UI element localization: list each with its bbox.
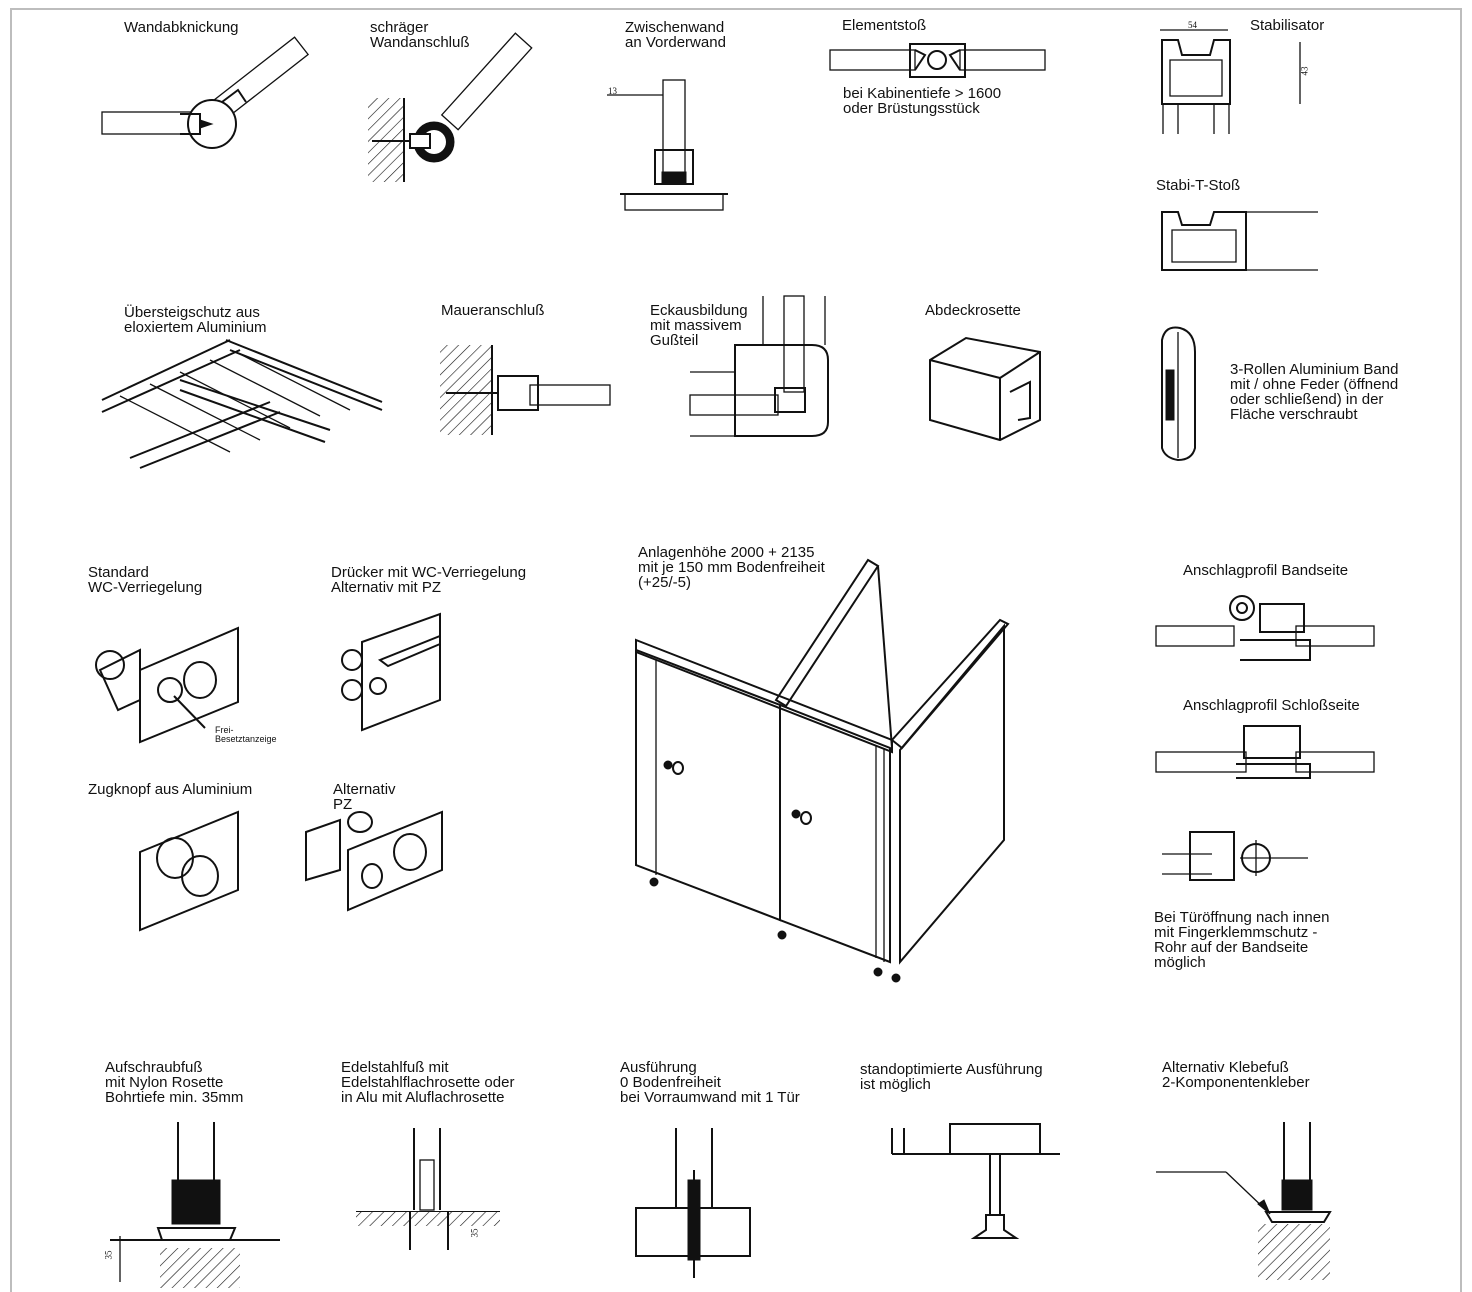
druecker-drawing — [341, 612, 441, 732]
label-besetztanzeige: Frei- Besetztanzeige — [215, 725, 277, 744]
label-rollen-band: 3-Rollen Aluminium Band mit / ohne Feder… — [1230, 361, 1399, 423]
label-standard-wc: Standard WC-Verriegelung — [88, 564, 203, 596]
label-wandabknickung: Wandabknickung — [124, 19, 239, 36]
label-zugknopf: Zugknopf aus Aluminium — [88, 781, 253, 798]
label-tueroeffnung: Bei Türöffnung nach innen mit Fingerklem… — [1154, 909, 1330, 971]
label-anschlag-schlossseite: Anschlagprofil Schloßseite — [1183, 697, 1360, 714]
dimension-54: 54 — [1188, 20, 1197, 30]
label-alternativ-pz: Alternativ PZ — [333, 781, 396, 813]
label-stabi-t-stoss: Stabi-T-Stoß — [1156, 177, 1241, 194]
elementstoss-drawing — [829, 43, 1046, 78]
uebersteigschutz-drawing — [101, 339, 383, 469]
alternativ-pz-drawing — [305, 810, 443, 912]
rollen-band-drawing — [1161, 326, 1196, 462]
dimension-43: 43 — [1299, 66, 1310, 76]
schraeger-wandanschluss-drawing — [368, 32, 533, 182]
label-elementstoss: Elementstoß — [842, 17, 927, 34]
abdeckrosette-drawing — [929, 336, 1041, 442]
fingerklemmschutz-drawing — [1162, 831, 1308, 881]
klebefuss-drawing — [1156, 1122, 1332, 1280]
dimension-35-aufschraubfuss: 35 — [103, 1250, 114, 1260]
edelstahlfuss-drawing — [356, 1128, 500, 1250]
label-eckausbildung: Eckausbildung mit massivem Gußteil — [650, 302, 748, 349]
label-maueranschluss: Maueranschluß — [441, 302, 545, 319]
standard-wc-drawing — [95, 626, 239, 744]
label-schraeger-wandanschluss: schräger Wandanschluß — [370, 19, 470, 51]
maueranschluss-drawing — [440, 345, 611, 435]
label-zwischenwand: Zwischenwand an Vorderwand — [625, 19, 726, 51]
wandabknickung-drawing — [101, 36, 310, 149]
anschlag-schloss-drawing — [1155, 725, 1375, 779]
eckausbildung-drawing — [689, 295, 829, 437]
label-uebersteigschutz: Übersteigschutz aus eloxiertem Aluminium — [124, 304, 267, 336]
label-stabilisator: Stabilisator — [1250, 17, 1325, 34]
ausfuehrung-drawing — [635, 1128, 751, 1278]
dimension-35-edelstahlfuss: 35 — [469, 1228, 480, 1238]
zwischenwand-drawing — [607, 79, 728, 211]
dimension-13: 13 — [608, 86, 617, 96]
cabin-drawing — [635, 558, 1010, 983]
label-anschlag-bandseite: Anschlagprofil Bandseite — [1183, 562, 1349, 579]
label-standoptimierte: standoptimierte Ausführung ist möglich — [860, 1061, 1043, 1093]
stabi-t-stoss-drawing — [1161, 211, 1318, 271]
label-edelstahlfuss: Edelstahlfuß mit Edelstahlflachrosette o… — [341, 1059, 515, 1106]
label-klebefuss: Alternativ Klebefuß 2-Komponentenkleber — [1162, 1059, 1310, 1091]
standoptimierte-drawing — [891, 1123, 1060, 1239]
label-abdeckrosette: Abdeckrosette — [925, 302, 1021, 319]
label-ausfuehrung: Ausführung 0 Bodenfreiheit bei Vorraumwa… — [620, 1059, 800, 1106]
anschlag-band-drawing — [1155, 595, 1375, 661]
stabilisator-drawing — [1160, 29, 1301, 134]
label-kabinentiefe: bei Kabinentiefe > 1600 oder Brüstungsst… — [843, 85, 1002, 117]
label-anlagenhoehe: Anlagenhöhe 2000 + 2135 mit je 150 mm Bo… — [638, 544, 825, 591]
label-druecker: Drücker mit WC-Verriegelung Alternativ m… — [331, 564, 527, 596]
drawing-frame — [10, 8, 1462, 1292]
label-aufschraubfuss: Aufschraubfuß mit Nylon Rosette Bohrtief… — [105, 1059, 244, 1106]
zugknopf-drawing — [139, 810, 239, 932]
aufschraubfuss-drawing — [110, 1122, 280, 1288]
